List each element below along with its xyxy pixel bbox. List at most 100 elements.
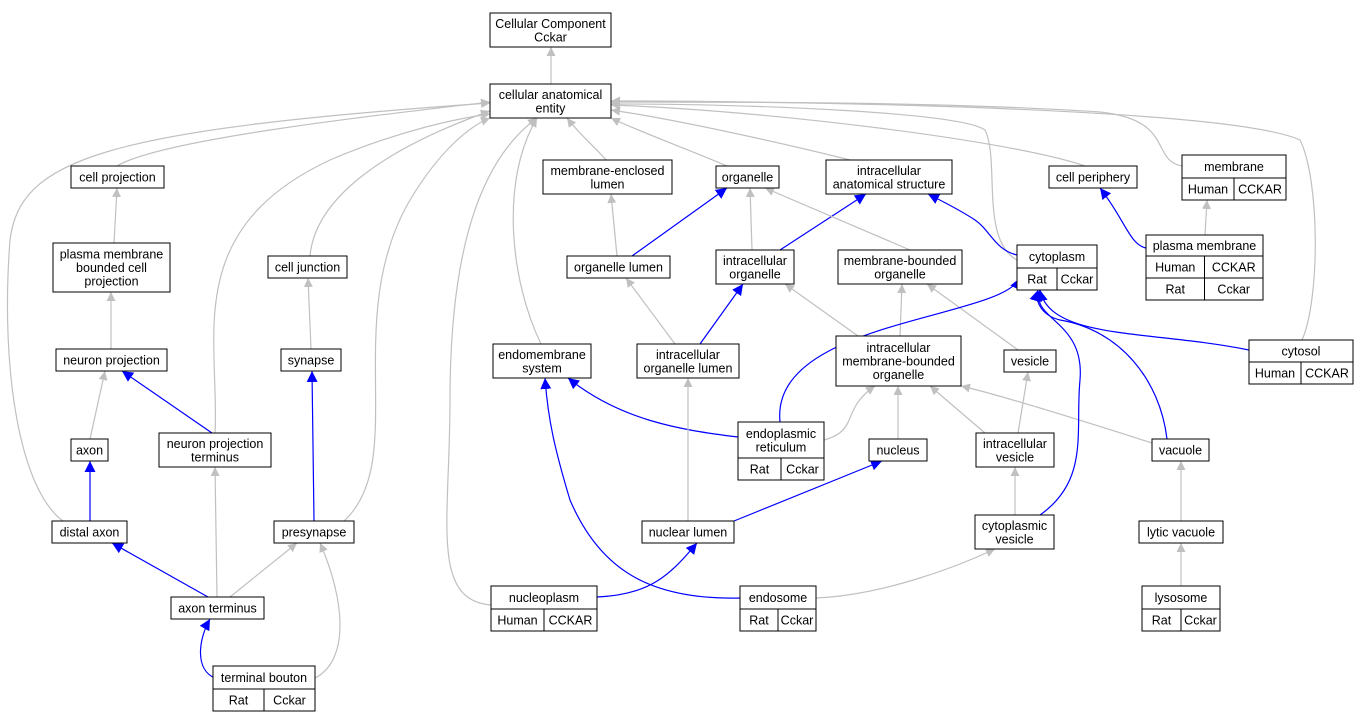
edge-vacuole-to-intracellular-membrane-bounded-organelle — [960, 383, 1153, 444]
edge-axon-terminus-to-neuron-projection-terminus — [210, 466, 220, 598]
node-label: membrane — [1204, 160, 1264, 174]
annotation-row-human: Human CCKAR — [490, 608, 598, 632]
edge-cell-junction-to-cellular-anatomical-entity — [309, 109, 491, 257]
node-label: organelle — [874, 267, 925, 281]
edge-intracellular-membrane-bounded-organelle-to-intracellular-organelle — [784, 283, 859, 337]
node-label: intracellular — [656, 348, 720, 362]
node-label: membrane-bounded — [842, 355, 955, 369]
gene-label: CCKAR — [1238, 183, 1282, 197]
node-box — [566, 255, 671, 279]
node-box — [267, 255, 348, 279]
node-label: intracellular — [857, 164, 921, 178]
annotation-cell — [1233, 177, 1287, 201]
edge-intracellular-organelle-to-organelle — [745, 187, 755, 251]
node-cell-junction[interactable]: cell junction — [267, 255, 348, 279]
node-organelle-lumen[interactable]: organelle lumen — [566, 255, 671, 279]
node-label: terminus — [191, 450, 239, 464]
annotation-row-human: Human CCKAR — [1181, 177, 1287, 201]
edge-membrane-bounded-organelle-to-organelle — [764, 187, 911, 251]
node-box — [489, 12, 612, 48]
edge-vesicle-to-membrane-bounded-organelle — [926, 283, 1019, 351]
node-nuclear-lumen[interactable]: nuclear lumen — [641, 520, 735, 544]
node-label: vacuole — [1159, 444, 1202, 458]
edge-intracellular-membrane-bounded-organelle-to-membrane-bounded-organelle — [897, 283, 907, 337]
node-nucleus[interactable]: nucleus — [868, 438, 928, 462]
node-vesicle[interactable]: vesicle — [1003, 349, 1057, 373]
node-box — [715, 249, 795, 285]
node-axon[interactable]: axon — [70, 438, 109, 462]
node-neuron-projection[interactable]: neuron projection — [55, 348, 168, 372]
node-lytic-vacuole[interactable]: lytic vacuole — [1138, 520, 1224, 544]
edge-presynapse-to-synapse — [306, 370, 318, 522]
node-vacuole[interactable]: vacuole — [1151, 438, 1210, 462]
node-label: neuron projection — [167, 437, 264, 451]
gene-label: CCKAR — [549, 614, 593, 628]
node-label: cell periphery — [1056, 171, 1131, 185]
edge-axon-to-neuron-projection — [89, 370, 108, 440]
species-label: Human — [1188, 183, 1228, 197]
node-box — [825, 159, 953, 195]
node-box — [1003, 349, 1057, 373]
node-axon-terminus[interactable]: axon terminus — [170, 596, 265, 620]
node-box — [974, 514, 1055, 550]
species-label: Rat — [749, 614, 769, 628]
species-label: Human — [497, 614, 537, 628]
node-label: nucleoplasm — [509, 591, 579, 605]
edge-neuron-projection-terminus-to-cellular-anatomical-entity — [213, 110, 491, 434]
edge-endomembrane-system-to-cellular-anatomical-entity — [512, 117, 542, 345]
node-synapse[interactable]: synapse — [280, 348, 342, 372]
node-label: plasma membrane — [1153, 239, 1257, 253]
annotation-cell — [263, 688, 316, 712]
node-label: neuron projection — [63, 354, 160, 368]
annotation-cell — [1300, 361, 1354, 385]
node-box — [1151, 438, 1210, 462]
node-presynapse[interactable]: presynapse — [273, 520, 355, 544]
annotation-row-rat: Rat Cckar — [212, 688, 316, 712]
node-box — [170, 596, 265, 620]
node-organelle[interactable]: organelle — [715, 165, 780, 189]
node-label: plasma membrane — [60, 248, 164, 262]
gene-label: Cckar — [273, 694, 306, 708]
edge-axon-terminus-to-presynapse — [229, 542, 298, 598]
species-label: Rat — [229, 694, 249, 708]
node-box — [1138, 520, 1224, 544]
node-label: endomembrane — [498, 348, 586, 362]
edge-plasma-membrane-bounded-cell-projection-to-cell-projection — [112, 187, 122, 244]
node-label: projection — [84, 275, 138, 289]
node-label: endosome — [749, 591, 807, 605]
edge-membrane-enclosed-lumen-to-cellular-anatomical-entity — [566, 117, 607, 161]
edge-endoplasmic-reticulum-to-endomembrane-system — [567, 377, 739, 438]
annotation-cell — [1204, 277, 1264, 301]
node-cell-projection[interactable]: cell projection — [70, 165, 165, 189]
node-box — [542, 159, 673, 195]
gene-label: Cckar — [1061, 273, 1094, 287]
node-distal-axon[interactable]: distal axon — [51, 520, 128, 544]
node-cell-periphery[interactable]: cell periphery — [1048, 165, 1138, 189]
